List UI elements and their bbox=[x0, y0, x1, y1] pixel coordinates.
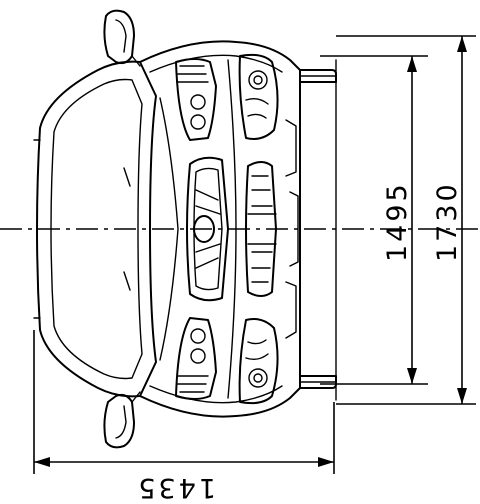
mirror-bottom bbox=[103, 391, 141, 449]
tyre-top bbox=[299, 69, 337, 83]
dimension-overall-width bbox=[336, 35, 476, 405]
label-overall-width: 1730 bbox=[432, 181, 463, 262]
headlamp-top bbox=[175, 53, 279, 141]
tyre-bottom bbox=[299, 375, 337, 389]
label-front-track: 1495 bbox=[382, 181, 413, 262]
mirror-top bbox=[103, 9, 141, 67]
badge-emblem bbox=[193, 215, 215, 243]
windshield bbox=[33, 60, 157, 398]
lower-intake bbox=[245, 161, 277, 297]
dimension-overall-height bbox=[33, 330, 335, 474]
body-outline bbox=[139, 40, 301, 418]
dimension-front-track bbox=[320, 55, 428, 385]
bumper-lower bbox=[285, 119, 299, 339]
headlamp-bottom bbox=[175, 317, 279, 405]
front-grille bbox=[186, 156, 229, 302]
label-overall-height: 1435 bbox=[135, 472, 216, 503]
